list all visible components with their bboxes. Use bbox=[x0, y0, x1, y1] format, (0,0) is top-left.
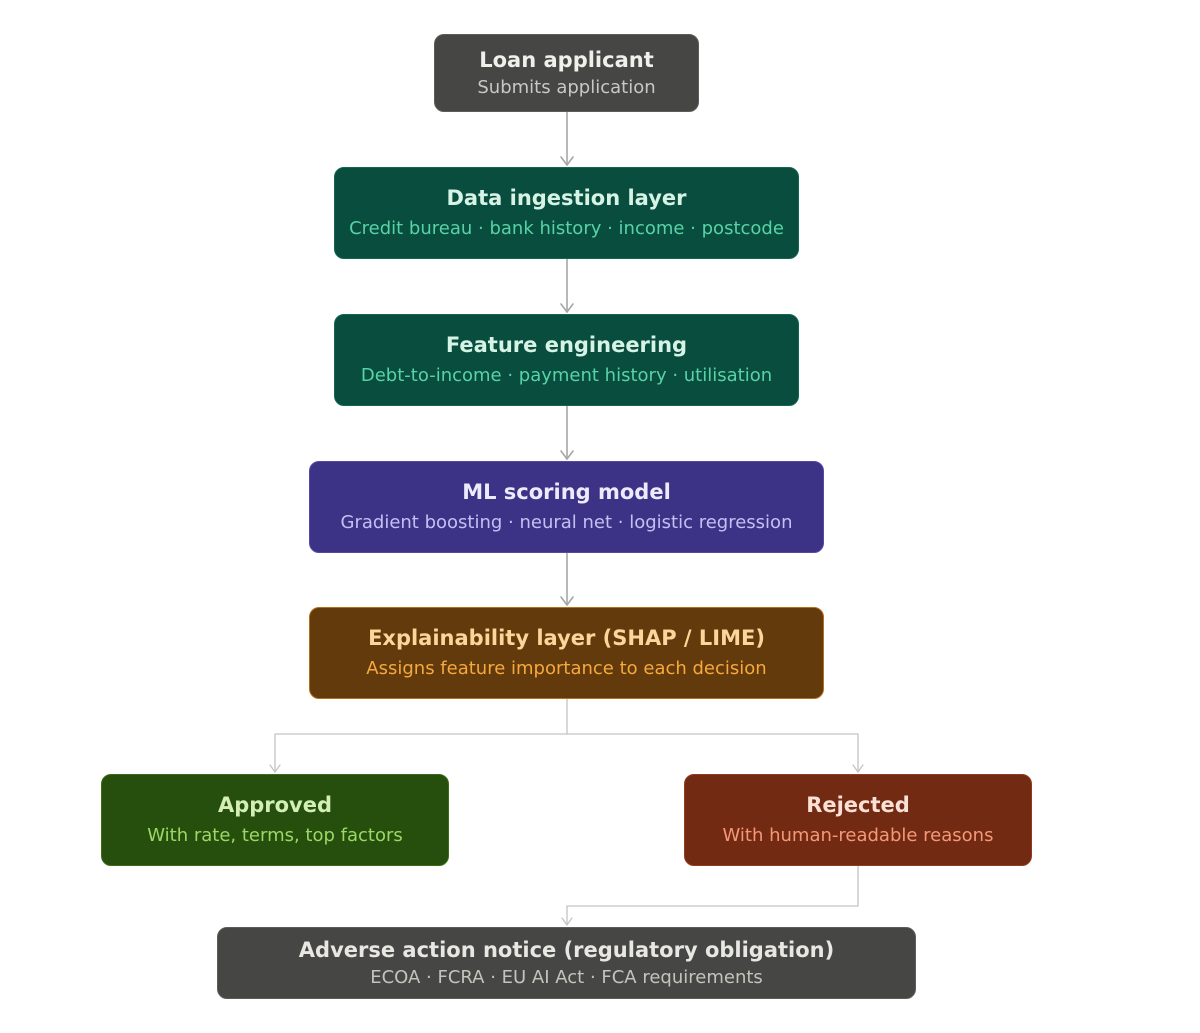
node-feature-engineering: Feature engineering Debt-to-income · pay… bbox=[334, 314, 799, 406]
arrow-rejected-to-notice bbox=[561, 865, 859, 926]
node-subtitle: Debt-to-income · payment history · utili… bbox=[360, 365, 773, 386]
arrow-ingestion-to-features bbox=[560, 258, 574, 313]
node-title: ML scoring model bbox=[462, 480, 671, 504]
node-subtitle: With human-readable reasons bbox=[722, 825, 994, 846]
node-title: Explainability layer (SHAP / LIME) bbox=[368, 626, 765, 650]
arrow-features-to-model bbox=[560, 405, 574, 460]
node-adverse-action-notice: Adverse action notice (regulatory obliga… bbox=[217, 927, 916, 999]
arrow-explainability-to-approved bbox=[269, 698, 568, 773]
node-subtitle: With rate, terms, top factors bbox=[147, 825, 403, 846]
node-loan-applicant: Loan applicant Submits application bbox=[434, 34, 699, 112]
node-title: Feature engineering bbox=[445, 333, 688, 357]
node-subtitle: Assigns feature importance to each decis… bbox=[366, 658, 767, 679]
node-subtitle: Gradient boosting · neural net · logisti… bbox=[340, 512, 793, 533]
node-ml-scoring-model: ML scoring model Gradient boosting · neu… bbox=[309, 461, 824, 553]
node-title: Adverse action notice (regulatory obliga… bbox=[298, 937, 835, 962]
node-subtitle: Credit bureau · bank history · income · … bbox=[349, 218, 784, 239]
arrow-explainability-to-rejected bbox=[566, 733, 864, 773]
arrow-applicant-to-ingestion bbox=[560, 111, 574, 166]
node-explainability-layer: Explainability layer (SHAP / LIME) Assig… bbox=[309, 607, 824, 699]
node-rejected: Rejected With human-readable reasons bbox=[684, 774, 1032, 866]
node-title: Data ingestion layer bbox=[446, 186, 687, 210]
node-title: Loan applicant bbox=[479, 47, 654, 72]
arrow-model-to-explainability bbox=[560, 552, 574, 606]
node-subtitle: ECOA · FCRA · EU AI Act · FCA requiremen… bbox=[370, 966, 763, 988]
node-subtitle: Submits application bbox=[477, 76, 656, 98]
node-title: Approved bbox=[217, 793, 333, 817]
node-data-ingestion: Data ingestion layer Credit bureau · ban… bbox=[334, 167, 799, 259]
node-title: Rejected bbox=[806, 793, 910, 817]
node-approved: Approved With rate, terms, top factors bbox=[101, 774, 449, 866]
